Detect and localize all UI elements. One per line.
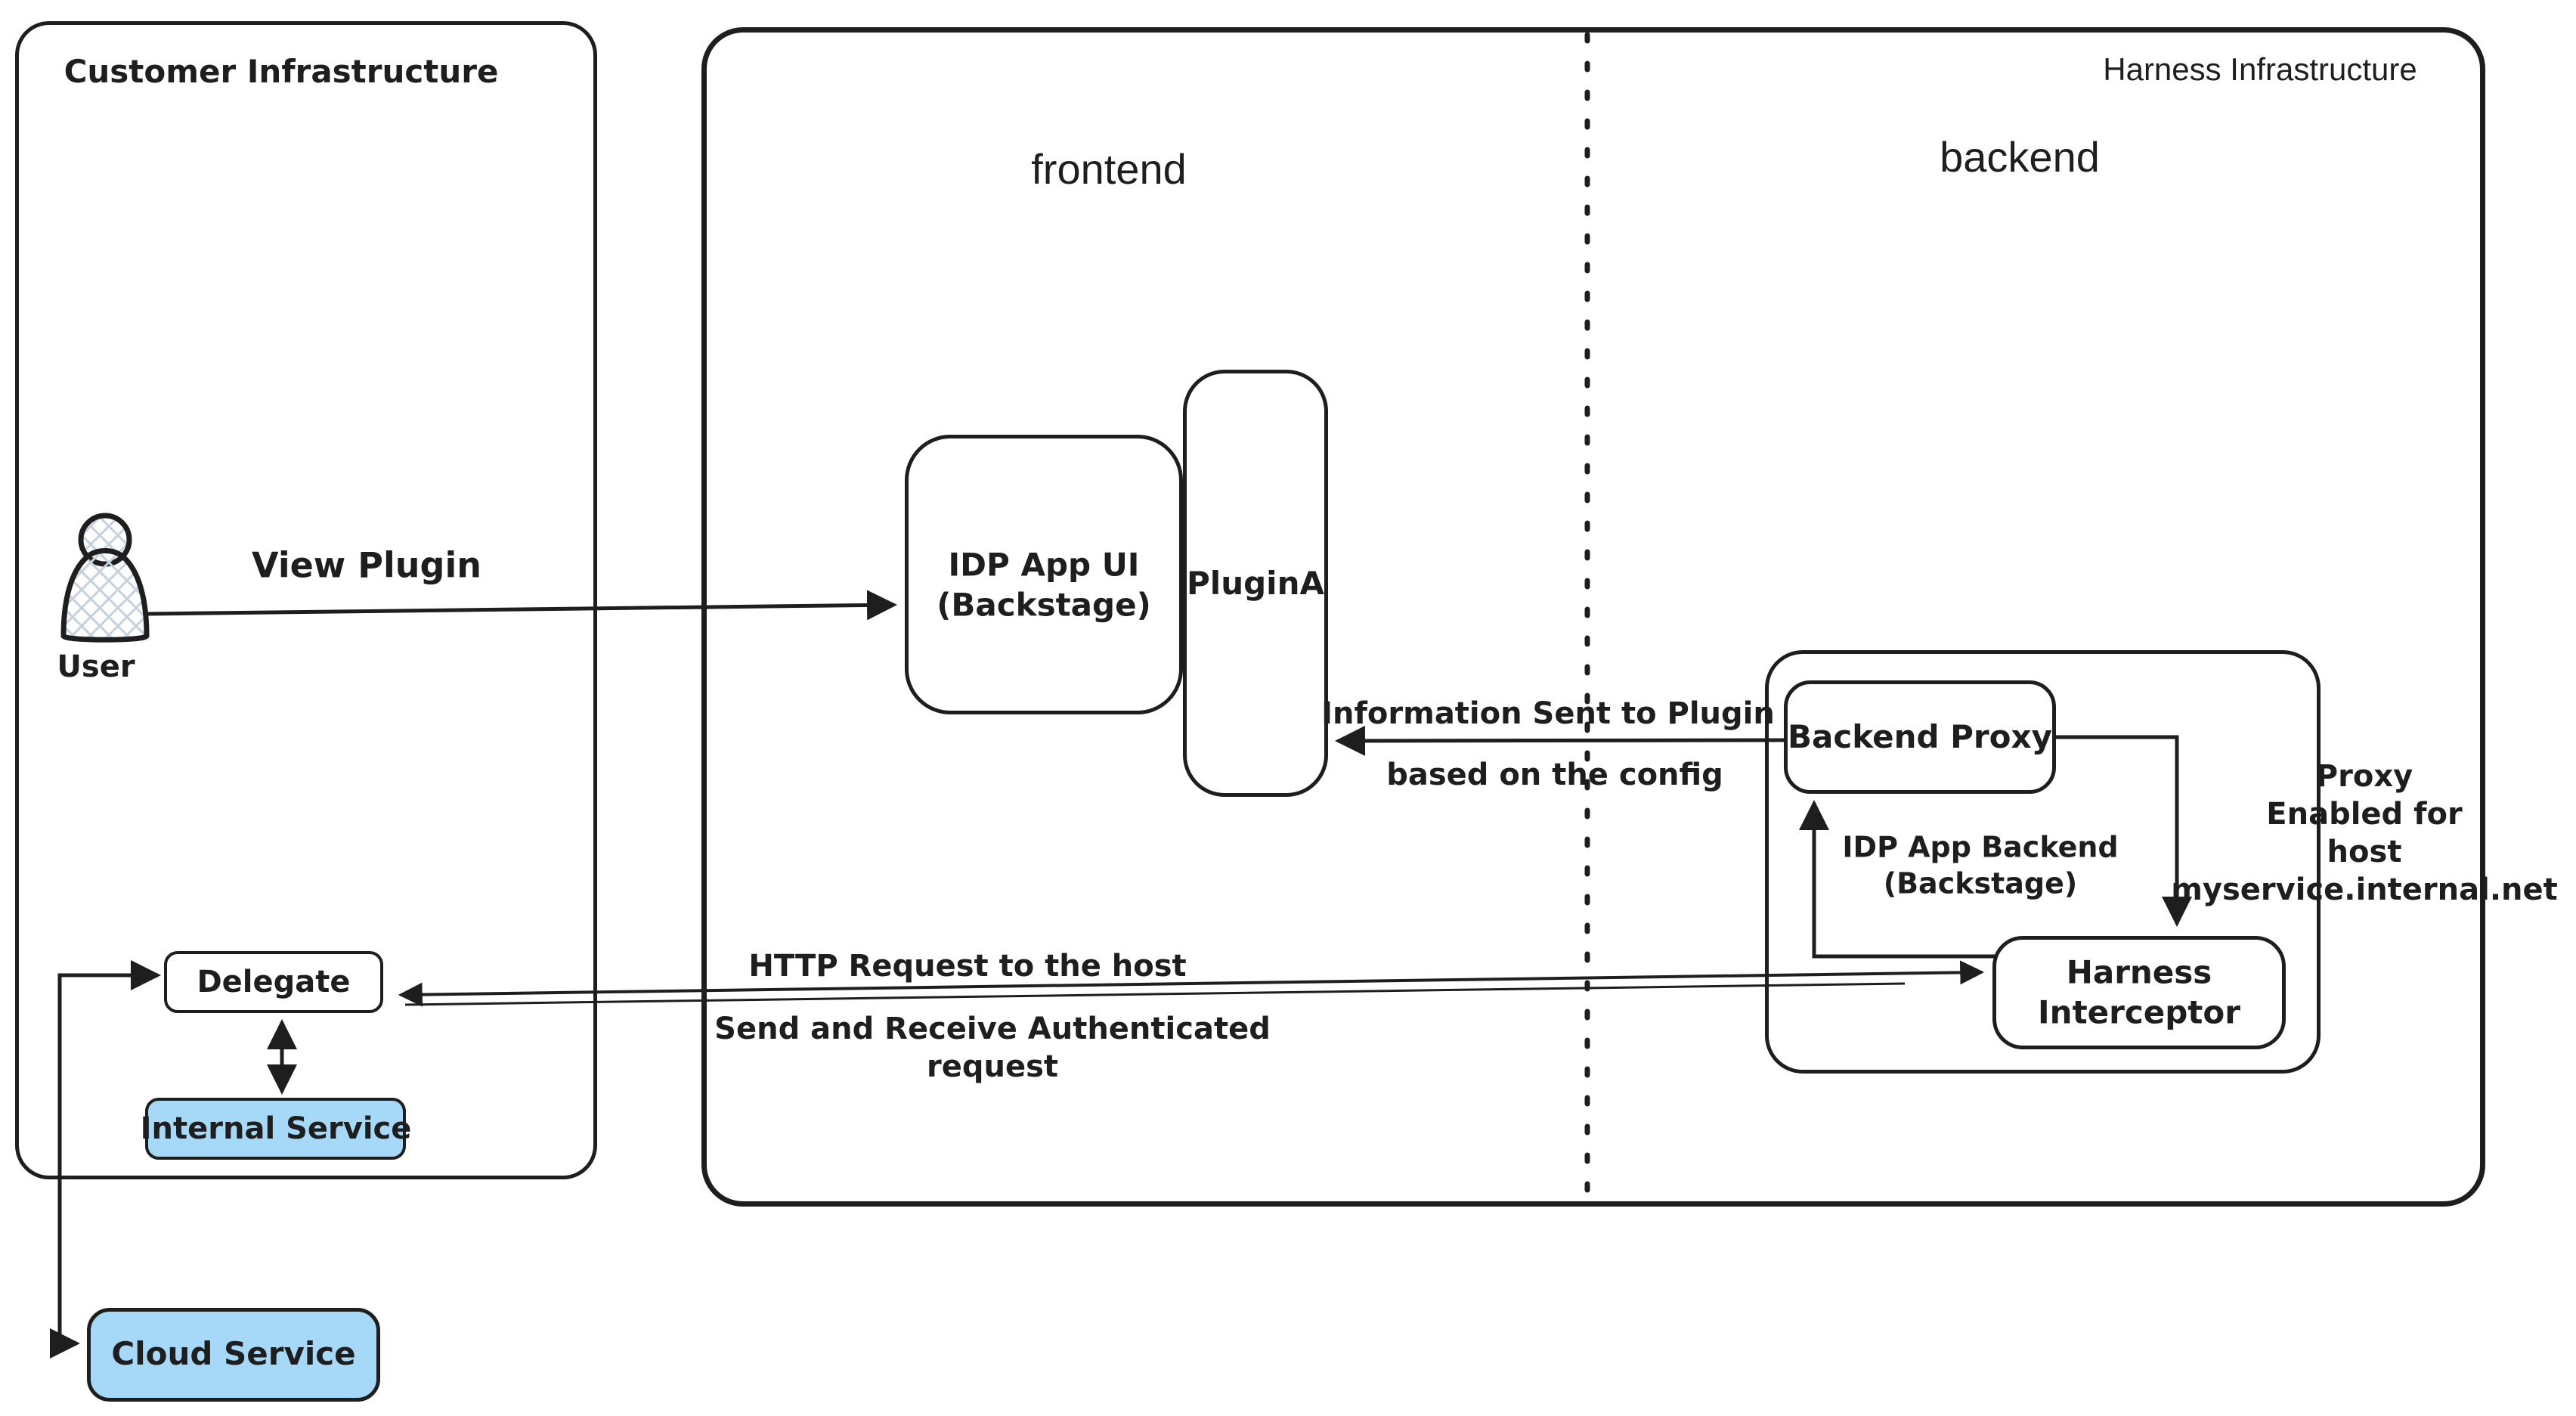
idp-app-backend-caption: IDP App Backend (Backstage): [1842, 830, 2119, 900]
user-label: User: [57, 649, 135, 684]
idp-app-ui-node: [905, 435, 1183, 714]
backend-proxy-label: Backend Proxy: [1788, 717, 2052, 755]
cloud-service-label: Cloud Service: [111, 1334, 356, 1372]
internal-service-node: [145, 1098, 406, 1160]
arrow-delegate-to-cloud-service: [50, 960, 162, 1359]
customer-infrastructure-box: [15, 21, 597, 1179]
arrow-proxy-to-plugin: [1335, 725, 1785, 756]
arrow-interceptor-to-proxy: [1799, 799, 1995, 959]
backend-section-label: backend: [1940, 133, 2100, 181]
arrow-proxy-to-interceptor: [2054, 735, 2192, 928]
view-plugin-edge-label: View Plugin: [252, 544, 481, 586]
harness-interceptor-node: [1992, 936, 2286, 1049]
backend-proxy-node: [1784, 680, 2056, 794]
harness-infrastructure-box: [701, 27, 2485, 1207]
delegate-node: [164, 951, 383, 1013]
arrow-user-to-idp-ui: [147, 590, 897, 621]
user-icon: [60, 513, 150, 643]
arrow-interceptor-to-delegate: [398, 960, 1985, 1007]
delegate-label: Delegate: [197, 965, 351, 999]
information-sent-label-line1: Information Sent to Plugin: [1321, 696, 1775, 731]
frontend-section-label: frontend: [1031, 145, 1187, 193]
plugin-a-label: PluginA: [1187, 564, 1324, 602]
plugin-a-node: [1183, 370, 1328, 797]
idp-app-ui-label: IDP App UI (Backstage): [937, 546, 1151, 624]
http-request-label: HTTP Request to the host: [748, 949, 1187, 984]
cloud-service-node: [87, 1308, 380, 1402]
authenticated-request-label: Send and Receive Authenticated request: [714, 1012, 1271, 1084]
proxy-enabled-note: Proxy Enabled for host myservice.interna…: [2171, 759, 2558, 907]
information-sent-label-line2: based on the config: [1386, 758, 1723, 792]
internal-service-label: Internal Service: [140, 1111, 412, 1146]
arrow-interceptor-to-delegate-stroke2: [404, 982, 1906, 1006]
idp-app-backend-container: [1765, 650, 2321, 1074]
harness-interceptor-label: Harness Interceptor: [2038, 953, 2240, 1031]
customer-zone-title: Customer Infrastructure: [63, 52, 499, 90]
harness-zone-title: Harness Infrastructure: [2103, 51, 2417, 87]
